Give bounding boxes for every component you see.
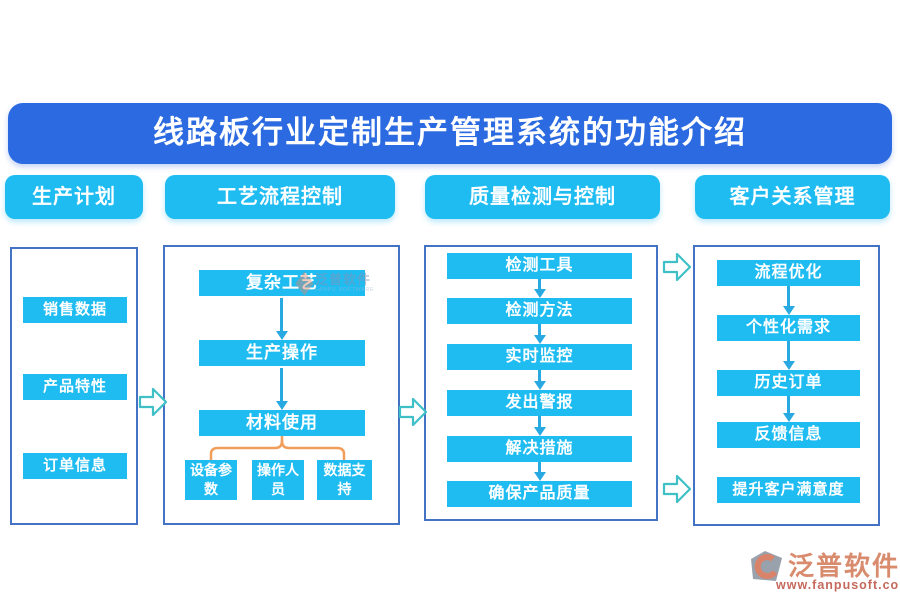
arrow-down-icon — [533, 370, 546, 390]
panel-production-plan: 销售数据 产品特性 订单信息 — [10, 247, 138, 525]
column-header-process-flow-control: 工艺流程控制 — [165, 175, 395, 219]
node-order-info: 订单信息 — [23, 453, 127, 479]
panel-customer-relationship: 流程优化 个性化需求 历史订单 反馈信息 提升客户满意度 — [693, 245, 880, 526]
arrow-down-icon — [533, 462, 546, 481]
node-ensure-product-quality: 确保产品质量 — [447, 481, 632, 507]
column-header-customer-relationship: 客户关系管理 — [695, 175, 890, 219]
chevron-right-icon — [398, 397, 428, 427]
brand-url: www.fanpusoft.com — [776, 578, 900, 592]
arrow-down-icon — [782, 341, 795, 370]
arrow-down-icon — [782, 396, 795, 422]
node-production-operation: 生产操作 — [199, 340, 365, 366]
node-historical-orders: 历史订单 — [717, 370, 860, 396]
panel-process-flow-control: 复杂工艺 生产操作 材料使用 设备参数 操作人员 数据支持 — [163, 245, 400, 525]
node-improve-customer-satisfaction: 提升客户满意度 — [717, 477, 860, 503]
arrow-down-icon — [533, 279, 546, 298]
column-header-quality-inspection: 质量检测与控制 — [425, 175, 660, 219]
node-complex-process: 复杂工艺 — [199, 270, 365, 296]
node-operators: 操作人员 — [252, 460, 304, 500]
brand-logo-icon — [751, 551, 782, 581]
node-feedback-info: 反馈信息 — [717, 422, 860, 448]
node-sales-data: 销售数据 — [23, 297, 127, 323]
panel-quality-inspection: 检测工具 检测方法 实时监控 发出警报 解决措施 确保产品质量 — [424, 245, 658, 521]
chevron-right-icon — [662, 252, 692, 282]
footer-brand-block: 泛普软件 www.fanpusoft.com — [748, 545, 900, 597]
node-equipment-parameters: 设备参数 — [185, 460, 237, 500]
column-header-production-plan: 生产计划 — [5, 175, 143, 219]
node-inspection-tools: 检测工具 — [447, 253, 632, 279]
node-data-support: 数据支持 — [317, 460, 372, 500]
arrow-down-icon — [275, 368, 288, 410]
node-process-optimization: 流程优化 — [717, 260, 860, 286]
node-inspection-methods: 检测方法 — [447, 298, 632, 324]
chevron-right-icon — [662, 474, 692, 504]
node-product-characteristics: 产品特性 — [23, 374, 127, 400]
brand-name: 泛普软件 — [788, 551, 900, 581]
arrow-down-icon — [782, 286, 795, 315]
node-material-usage: 材料使用 — [199, 410, 365, 436]
chevron-right-icon — [138, 387, 168, 417]
node-issue-alert: 发出警报 — [447, 390, 632, 416]
arrow-down-icon — [533, 416, 546, 436]
arrow-down-icon — [275, 298, 288, 340]
page-title: 线路板行业定制生产管理系统的功能介绍 — [8, 103, 892, 164]
bracket-connector-icon — [209, 436, 346, 462]
node-personalized-needs: 个性化需求 — [717, 315, 860, 341]
node-solution-measures: 解决措施 — [447, 436, 632, 462]
node-realtime-monitoring: 实时监控 — [447, 344, 632, 370]
arrow-down-icon — [533, 324, 546, 344]
